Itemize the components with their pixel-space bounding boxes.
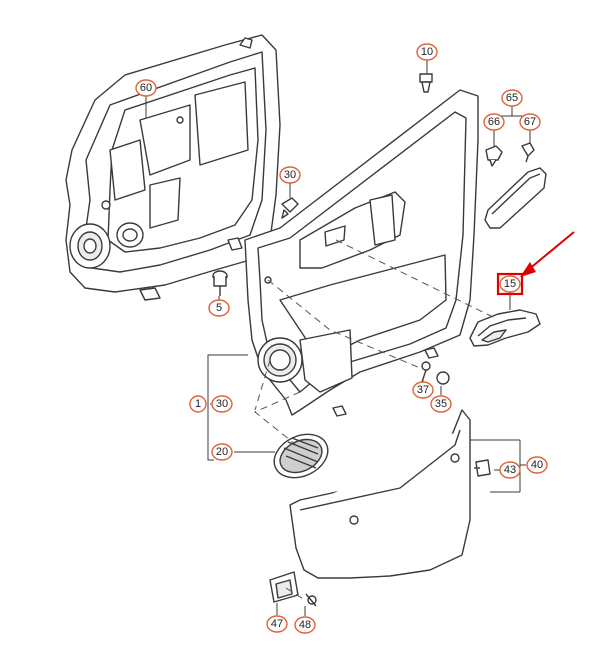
callout-48: 48 <box>294 616 316 634</box>
callout-20: 20 <box>211 443 233 461</box>
svg-text:30: 30 <box>216 398 228 410</box>
svg-text:60: 60 <box>140 82 152 94</box>
svg-text:43: 43 <box>504 464 516 476</box>
callout-40: 40 <box>526 456 548 474</box>
callout-30-clip: 30 <box>279 166 301 184</box>
svg-text:48: 48 <box>299 619 311 631</box>
svg-text:37: 37 <box>417 384 429 396</box>
callout-1: 1 <box>189 395 207 413</box>
callout-35: 35 <box>430 395 452 413</box>
bracket-47 <box>269 571 299 603</box>
svg-text:20: 20 <box>216 446 228 458</box>
svg-text:1: 1 <box>195 398 201 410</box>
highlight-arrow <box>520 231 575 277</box>
clip-30 <box>281 197 299 219</box>
svg-text:65: 65 <box>506 92 518 104</box>
svg-text:47: 47 <box>271 618 283 630</box>
cap-35 <box>436 371 450 385</box>
callout-60: 60 <box>135 79 157 97</box>
svg-text:30: 30 <box>284 169 296 181</box>
callout-66: 66 <box>483 113 505 131</box>
clip-43 <box>474 459 491 477</box>
armrest-cover <box>484 167 547 229</box>
callout-15: 15 <box>496 272 524 296</box>
assembly-lines <box>254 239 496 601</box>
speaker-grille-20 <box>273 433 329 479</box>
svg-text:67: 67 <box>524 116 536 128</box>
callout-67: 67 <box>519 113 541 131</box>
svg-text:40: 40 <box>531 459 543 471</box>
callout-37: 37 <box>412 381 434 399</box>
door-carrier-frame <box>65 34 281 301</box>
screw-48 <box>305 593 317 607</box>
lower-trim-40 <box>289 409 471 579</box>
svg-text:66: 66 <box>488 116 500 128</box>
callout-65: 65 <box>501 89 523 107</box>
callout-5: 5 <box>208 299 230 317</box>
clip-66 <box>485 145 503 167</box>
clip-67 <box>521 142 535 163</box>
callout-30-panel: 30 <box>211 395 233 413</box>
bolt-5 <box>212 270 228 296</box>
svg-text:5: 5 <box>216 302 222 314</box>
callout-10: 10 <box>416 43 438 61</box>
svg-text:35: 35 <box>435 398 447 410</box>
svg-text:10: 10 <box>421 46 433 58</box>
callout-43: 43 <box>499 461 521 479</box>
clip-10 <box>419 73 433 93</box>
callout-47: 47 <box>266 615 288 633</box>
svg-text:15: 15 <box>504 278 516 290</box>
door-handle-15 <box>469 309 541 347</box>
